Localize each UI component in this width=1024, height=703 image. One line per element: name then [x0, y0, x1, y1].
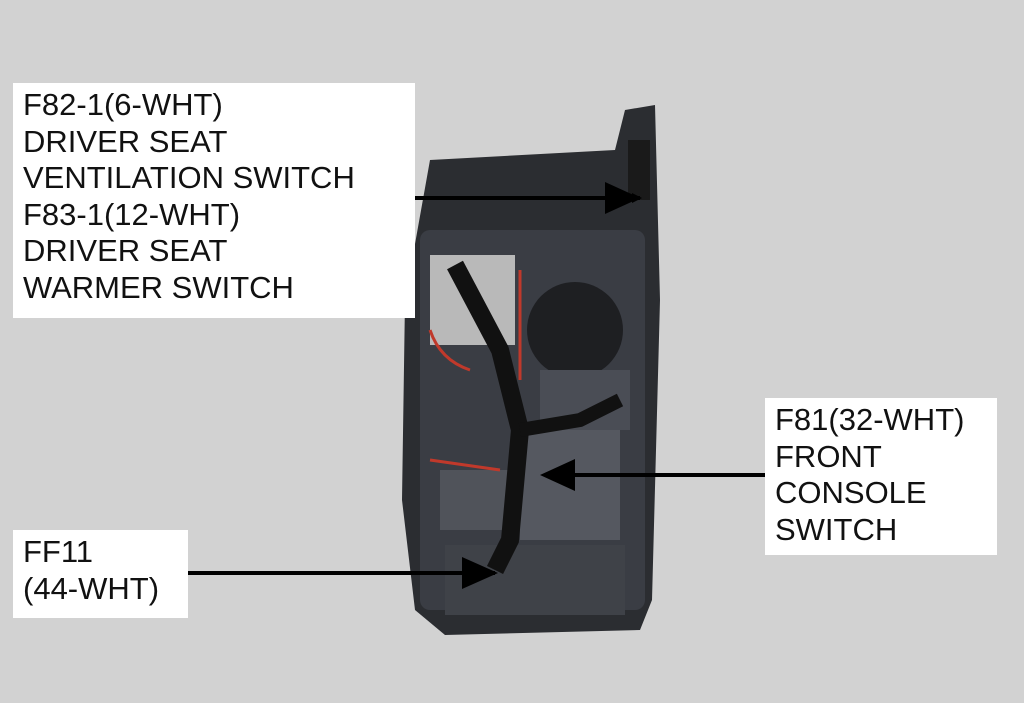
- label-line: DRIVER SEAT: [23, 233, 228, 268]
- label-line: FRONT: [775, 438, 882, 474]
- label-line: FF11: [23, 534, 94, 569]
- label-front-console-switch: F81(32-WHT) FRONT CONSOLE SWITCH: [765, 398, 997, 555]
- label-line: DRIVER SEAT: [23, 123, 228, 159]
- label-line: WARMER SWITCH: [23, 269, 294, 305]
- dial-module: [527, 282, 623, 378]
- label-line: SWITCH: [775, 511, 898, 547]
- label-line: F82-1(6-WHT): [23, 87, 223, 122]
- label-line: F81(32-WHT): [775, 402, 965, 437]
- label-driver-seat-switches: F82-1(6-WHT) DRIVER SEAT VENTILATION SWI…: [13, 83, 415, 318]
- label-line: VENTILATION SWITCH: [23, 160, 355, 195]
- label-line: (44-WHT): [23, 570, 160, 606]
- label-line: F83-1(12-WHT): [23, 196, 241, 232]
- label-ff11: FF11 (44-WHT): [13, 530, 188, 618]
- label-line: CONSOLE: [775, 475, 927, 510]
- center-console-assembly: [402, 105, 660, 635]
